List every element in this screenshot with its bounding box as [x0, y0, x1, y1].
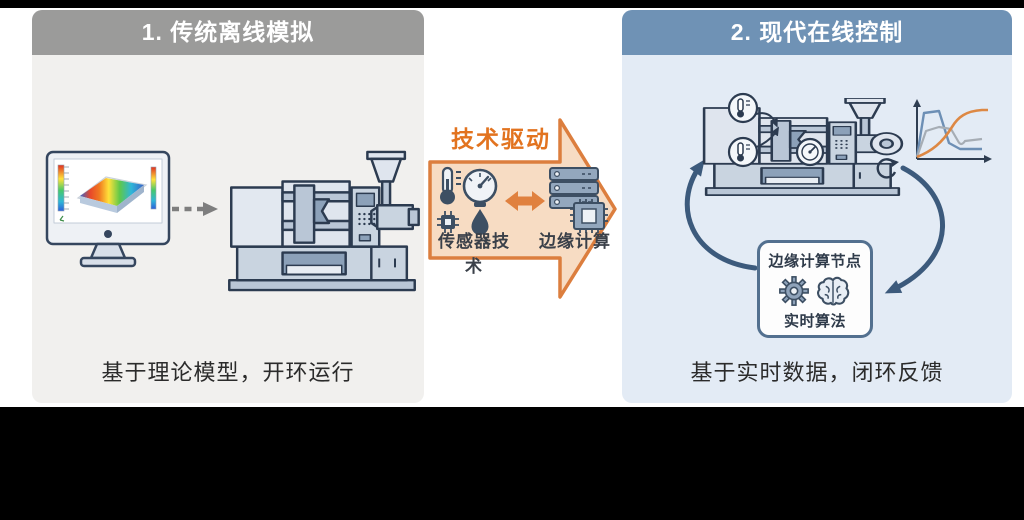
injection-molding-machine-icon [228, 150, 420, 292]
cpu-icon [570, 199, 608, 233]
process-curves-icon [913, 99, 992, 163]
panel-modern-online: 2. 现代在线控制 [622, 10, 1012, 403]
arrow-icon-cluster [437, 166, 608, 235]
chip-icon [437, 211, 459, 233]
cycle-icon [876, 158, 899, 179]
sensor-thermometer-icon [727, 136, 759, 168]
edge-node-subtitle: 实时算法 [783, 313, 846, 330]
panel-right-title: 2. 现代在线控制 [622, 10, 1012, 55]
droplet-icon [471, 209, 489, 235]
panel-left-title: 1. 传统离线模拟 [32, 10, 424, 55]
panel-traditional-offline: 1. 传统离线模拟 [32, 10, 424, 403]
sensor-thermometer-icon [727, 92, 759, 124]
edge-node-box: 边缘计算节点 [757, 240, 873, 338]
feedback-loop-arrows [684, 159, 945, 294]
panel-right-caption: 基于实时数据，闭环反馈 [690, 360, 944, 385]
sensor-gauge-icon [795, 137, 825, 167]
thermometer-icon [440, 166, 461, 205]
brain-icon [817, 276, 850, 305]
panel-left-caption: 基于理论模型，开环运行 [101, 360, 355, 385]
machine-sensor-overlay [727, 92, 899, 179]
edge-node-icons [760, 272, 870, 310]
exchange-arrow-icon [505, 191, 545, 211]
sensor-tech-label: 传感器技术 [438, 232, 510, 276]
block-arrow-right [428, 118, 617, 299]
gear-icon [779, 276, 809, 306]
edge-node-title: 边缘计算节点 [768, 253, 862, 270]
tech-driver-label: 技术驱动 [451, 126, 551, 152]
edge-computing-label: 边缘计算 [539, 232, 611, 251]
gauge-icon [462, 168, 498, 207]
monitor-simulation-icon [45, 150, 171, 268]
dashed-flow-arrow [172, 202, 218, 216]
